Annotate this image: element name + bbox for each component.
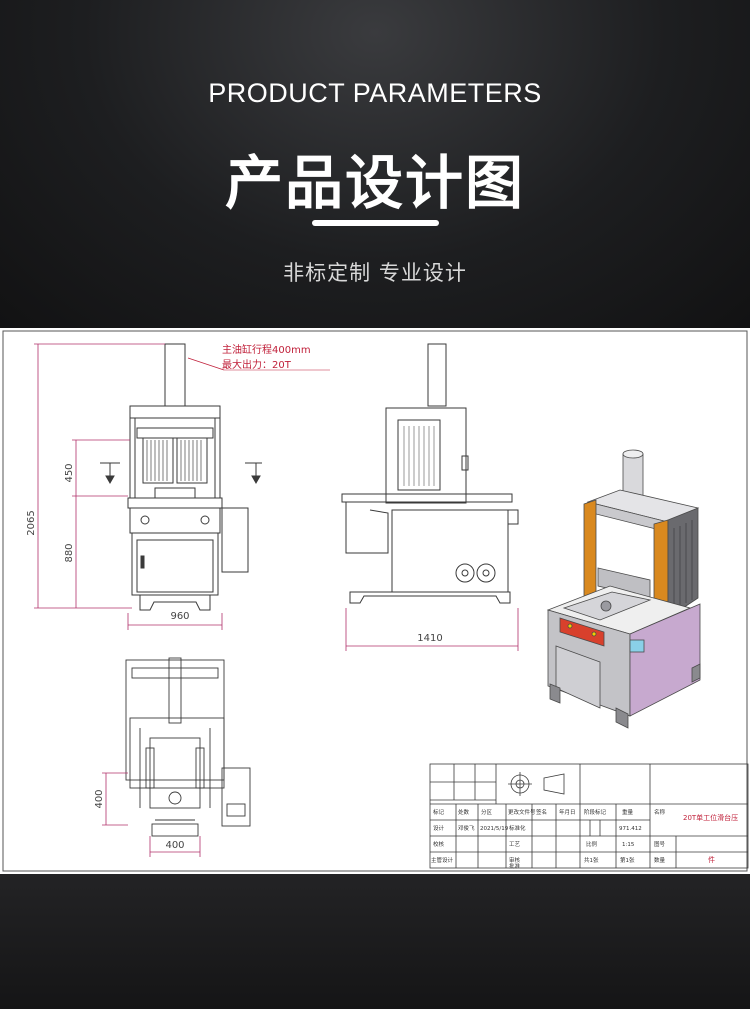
tb-r1-0: 标记: [433, 808, 445, 816]
dim-880: 880: [64, 543, 75, 562]
tb-r4-1: 审核: [509, 856, 521, 864]
tb-r1-2: 分区: [481, 808, 493, 816]
footer-band: [0, 874, 750, 1009]
design-drawing: 2065 450 880 960 主油缸行程400mm 最大出力：20T: [0, 328, 750, 874]
section-arrows: [100, 462, 262, 485]
isometric-view: [546, 449, 701, 729]
tb-qty-label: 数量: [654, 856, 666, 864]
tb-sheets-total: 共1张: [584, 856, 599, 864]
top-dim-labels: 400 400: [94, 789, 185, 851]
tb-r2-3: 标准化: [509, 824, 526, 832]
dim-960: 960: [170, 611, 189, 622]
annotation-stroke: 主油缸行程400mm: [222, 343, 311, 356]
top-view: [125, 657, 251, 837]
dim-450: 450: [64, 463, 75, 482]
tb-stage-label: 阶段标记: [584, 808, 607, 816]
dim-2065: 2065: [26, 510, 37, 535]
tb-r1-5: 年月日: [559, 808, 576, 816]
front-view: [127, 343, 249, 611]
tb-r2-2: 2021/5/19: [480, 826, 509, 832]
tb-scale-value: 1:15: [622, 842, 635, 848]
tb-name-value: 20T单工位滑台压: [683, 813, 738, 822]
side-view: [341, 343, 519, 604]
front-dim-labels: 2065 450 880 960: [26, 463, 190, 622]
tb-name-label: 名称: [654, 808, 666, 816]
tb-r2-0: 设计: [433, 824, 445, 832]
tb-r2-1: 邓俊飞: [458, 824, 475, 832]
tb-sheet-no: 第1张: [620, 856, 635, 864]
tb-r3-1: 工艺: [509, 841, 521, 848]
tb-weight-value: 971.412: [619, 826, 642, 832]
dim-400-horizontal: 400: [165, 840, 184, 851]
tb-r1-3: 更改文件号: [508, 808, 536, 816]
english-title: PRODUCT PARAMETERS: [208, 78, 542, 108]
annotation-force: 最大出力：20T: [222, 358, 292, 371]
tb-drawing-no-label: 图号: [654, 840, 666, 848]
tb-scale-label: 比例: [586, 840, 598, 848]
top-dimensions: [102, 772, 201, 857]
title-block-text: 标记 处数 分区 更改文件号 签名 年月日 设计 邓俊飞 2021/5/19 标…: [431, 808, 666, 870]
tb-qty-value: 件: [708, 855, 715, 864]
title-block: [429, 763, 749, 869]
tb-weight-label: 重量: [622, 808, 634, 816]
annotation: 主油缸行程400mm 最大出力：20T: [187, 343, 330, 371]
title-underline: [312, 220, 439, 226]
header-banner: PRODUCT PARAMETERS 产品设计图 非标定制 专业设计: [0, 0, 750, 328]
tb-r1-1: 处数: [458, 808, 470, 816]
drawing-canvas: 2065 450 880 960 主油缸行程400mm 最大出力：20T: [2, 330, 749, 872]
tb-r5-0: 批准: [509, 862, 521, 870]
tb-r3-0: 校核: [433, 840, 445, 848]
dim-1410: 1410: [417, 633, 442, 644]
front-dimensions: [34, 343, 223, 630]
subtitle: 非标定制 专业设计: [283, 261, 467, 285]
side-dimensions: [345, 608, 519, 651]
dim-400-vertical: 400: [94, 789, 105, 808]
chinese-title: 产品设计图: [224, 149, 525, 217]
tb-r1-4: 签名: [536, 808, 547, 816]
tb-r4-0: 主管设计: [431, 856, 454, 864]
